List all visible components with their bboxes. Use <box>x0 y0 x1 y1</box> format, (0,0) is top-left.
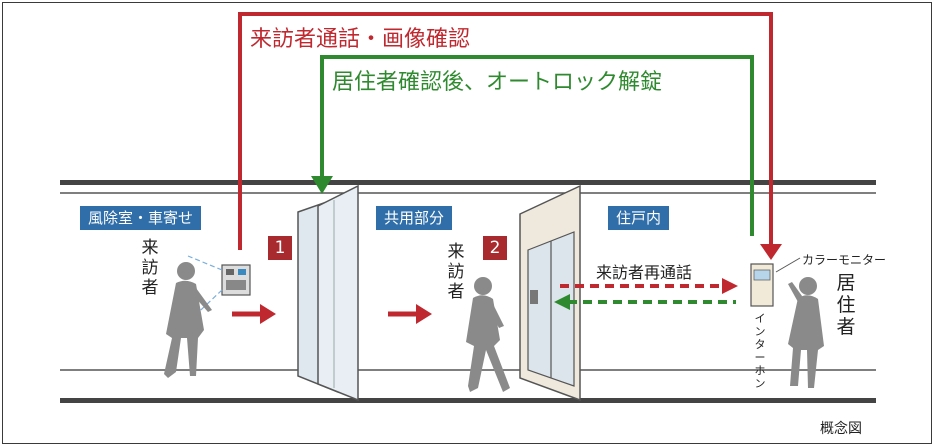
visitor-figure-1 <box>164 262 212 378</box>
color-monitor-label: カラーモニター <box>802 253 887 267</box>
red-flow-arrow <box>238 12 782 260</box>
concept-caption: 概念図 <box>820 421 862 437</box>
step-badge-1: 1 <box>268 236 292 260</box>
resident-label: 居住者 <box>836 272 856 338</box>
zone-label-entrance: 風除室・車寄せ <box>80 206 202 230</box>
visitor-label-2: 来訪者 <box>447 242 465 302</box>
red-flow-label: 来訪者通話・画像確認 <box>250 27 471 52</box>
recall-arrows <box>554 278 738 310</box>
recall-label: 来訪者再通話 <box>596 263 693 282</box>
dwelling-door <box>519 184 581 402</box>
intercom-label: インターホン <box>754 312 766 390</box>
zone-label-dwelling: 住戸内 <box>608 206 670 230</box>
zone-label-common: 共用部分 <box>376 206 453 230</box>
visitor-figure-2 <box>466 277 510 392</box>
green-flow-arrow <box>311 55 754 236</box>
walk-arrows <box>232 304 432 324</box>
green-flow-label: 居住者確認後、オートロック解錠 <box>332 70 663 95</box>
indoor-intercom <box>750 257 801 307</box>
visitor-label-1: 来訪者 <box>141 238 159 298</box>
resident-figure <box>788 277 824 388</box>
entrance-panel <box>187 255 251 323</box>
auto-lock-door <box>297 184 359 402</box>
step-badge-2: 2 <box>483 236 507 260</box>
